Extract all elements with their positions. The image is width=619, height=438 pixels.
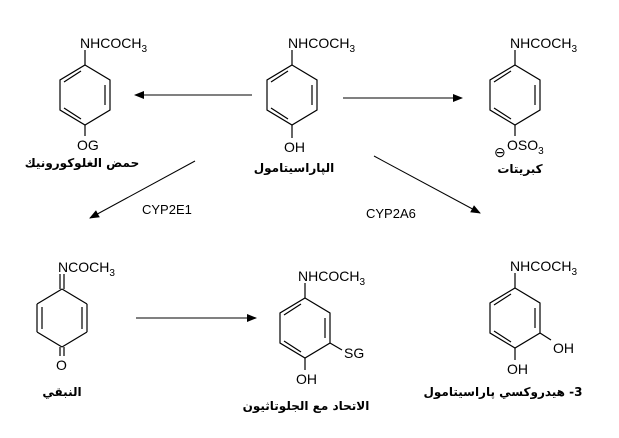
sulfate-amide-group: NHCOCH3 — [510, 35, 577, 55]
paracetamol-hydroxyl-group: OH — [284, 139, 305, 155]
glucuronide-og-group: OG — [77, 137, 99, 153]
sulfate-name: كبريتات — [497, 162, 542, 176]
glucuronide-name: حمض الغلوكورونيك — [25, 156, 140, 171]
glucuronide-amide-group: NHCOCH3 — [80, 35, 147, 55]
glutathione-conjugate-amide-group: NHCOCH3 — [298, 268, 365, 288]
sulfate-oso3-group: OSO3 — [507, 137, 544, 157]
arrow-to-napqi — [89, 160, 196, 219]
hydroxy-paracetamol-structure: NHCOCH3 OH OH — [489, 258, 577, 377]
paracetamol-structure: NHCOCH3 OH — [266, 35, 355, 155]
hydroxy-paracetamol-amide-group: NHCOCH3 — [510, 258, 577, 278]
napqi-name: النبقي — [42, 385, 81, 399]
paracetamol-amide-group: NHCOCH3 — [288, 35, 355, 55]
napqi-carbonyl-oxygen: O — [56, 357, 67, 373]
napqi-structure: NCOCH3 O — [36, 259, 115, 373]
glucuronide-structure: NHCOCH3 OG — [59, 35, 147, 153]
glutathione-conjugate-name: الاتحاد مع الجلوتاثيون — [243, 399, 370, 414]
glutathione-conjugate-structure: NHCOCH3 SG OH — [279, 268, 365, 387]
hydroxy-paracetamol-3-hydroxyl-group: OH — [553, 340, 574, 356]
enzyme-label-cyp2a6: CYP2A6 — [366, 206, 416, 221]
napqi-imine-group: NCOCH3 — [58, 259, 115, 279]
hydroxy-paracetamol-4-hydroxyl-group: OH — [507, 361, 528, 377]
paracetamol-name: الپاراسيتامول — [254, 161, 335, 176]
arrow-to-hydroxy-paracetamol — [373, 155, 481, 214]
glutathione-sg-group: SG — [344, 345, 364, 361]
enzyme-label-cyp2e1: CYP2E1 — [142, 202, 192, 217]
hydroxy-paracetamol-name: 3- هيدروكسي پاراسيتامول — [423, 385, 582, 400]
sulfate-structure: NHCOCH3 ⊖ OSO3 — [489, 35, 577, 160]
sulfate-negative-charge: ⊖ — [494, 144, 506, 160]
glutathione-conjugate-hydroxyl-group: OH — [296, 371, 317, 387]
